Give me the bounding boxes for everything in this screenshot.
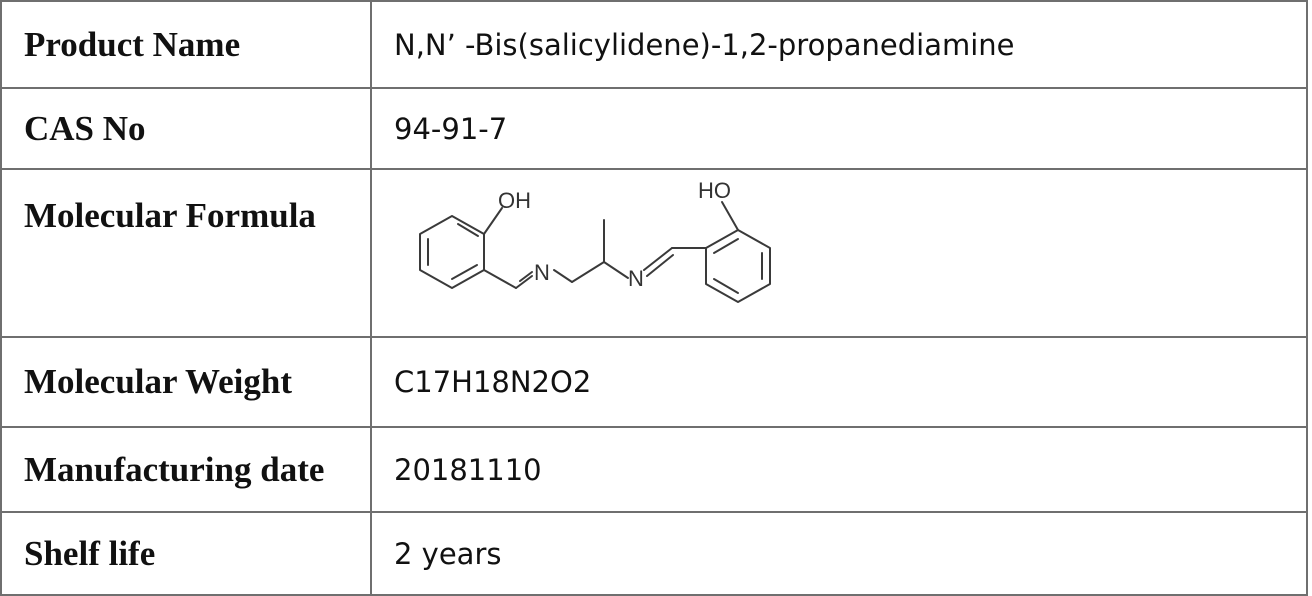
table-row-shelf-life: Shelf life 2 years	[0, 511, 1308, 596]
row-value-manufacturing-date: 20181110	[370, 426, 1308, 513]
nitrogen-label-left: N	[534, 260, 550, 285]
left-benzene-ring	[419, 215, 485, 289]
row-label-product-name: Product Name	[0, 0, 372, 89]
row-label-molecular-formula: Molecular Formula	[0, 168, 372, 338]
row-value-shelf-life: 2 years	[370, 511, 1308, 596]
row-value-molecular-structure: OH N N HO	[370, 168, 1308, 338]
table-row-cas-no: CAS No 94-91-7	[0, 87, 1308, 170]
chemical-structure-image: OH N N HO	[419, 178, 771, 303]
row-label-cas-no: CAS No	[0, 87, 372, 170]
row-label-shelf-life: Shelf life	[0, 511, 372, 596]
row-label-molecular-weight: Molecular Weight	[0, 336, 372, 428]
table-row-manufacturing-date: Manufacturing date 20181110	[0, 426, 1308, 513]
row-label-manufacturing-date: Manufacturing date	[0, 426, 372, 513]
table-row-molecular-formula: Molecular Formula	[0, 168, 1308, 338]
row-value-product-name: N,N’ -Bis(salicylidene)-1,2-propanediami…	[370, 0, 1308, 89]
row-value-cas-no: 94-91-7	[370, 87, 1308, 170]
hydroxyl-label-right: HO	[698, 178, 731, 203]
nitrogen-label-right: N	[628, 266, 644, 291]
table-row-molecular-weight: Molecular Weight C17H18N2O2	[0, 336, 1308, 428]
right-benzene-ring	[705, 229, 771, 303]
table-row-product-name: Product Name N,N’ -Bis(salicylidene)-1,2…	[0, 0, 1308, 89]
row-value-molecular-weight: C17H18N2O2	[370, 336, 1308, 428]
hydroxyl-label-left: OH	[498, 188, 531, 213]
